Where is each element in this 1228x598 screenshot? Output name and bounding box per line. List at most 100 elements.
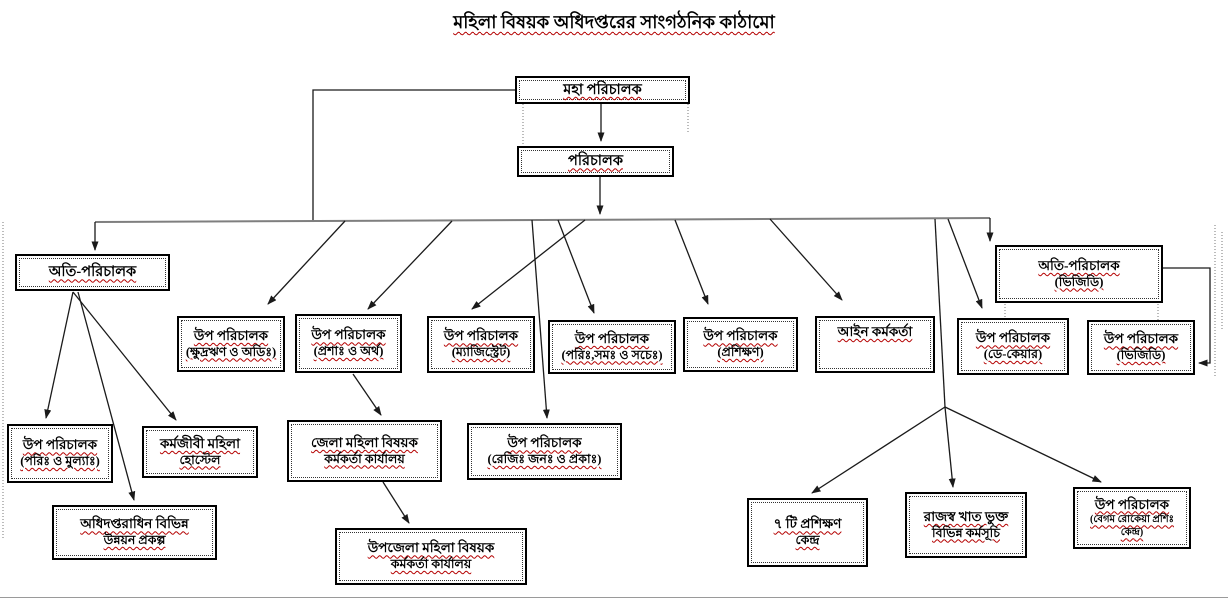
org-node-label: (ম্যাজিস্ট্রেট) — [451, 345, 511, 360]
edge-to-dd-magistrate — [471, 219, 586, 310]
org-node-inner-working-women-hostel: কর্মজীবী মহিলাহোস্টেল — [146, 430, 254, 474]
org-node-label: উন্নয়ন প্রকল্প — [103, 533, 166, 548]
edge-to-dd-training — [674, 219, 709, 305]
org-node-label: (পরিঃ,সমঃ ও সচেঃ) — [561, 347, 663, 362]
org-node-label: আইন কর্মকর্তা — [837, 324, 913, 339]
org-node-label: কর্মকর্তা কার্যালয় — [324, 451, 405, 466]
org-node-label: উপ পরিচালক — [703, 328, 778, 344]
edge-to-training-centers — [811, 406, 946, 494]
org-node-inner-dd-registration: উপ পরিচালক(রেজিঃ জনঃ ও প্রকাঃ) — [471, 427, 618, 476]
org-node-inner-dd-magistrate: উপ পরিচালক(ম্যাজিস্ট্রেট) — [431, 320, 531, 369]
org-node-dd-rokeya-center: উপ পরিচালক (বেগম রোকেয়া প্রশিঃকেন্দ্র) — [1073, 487, 1191, 549]
org-node-label: (ডে-কেয়ার) — [983, 347, 1043, 362]
org-node-label: কেন্দ্র) — [1120, 527, 1144, 539]
edge-to-revenue-programs — [944, 406, 956, 488]
org-node-label: উপ পরিচালক — [311, 327, 386, 343]
chart-title: মহিলা বিষয়ক অধিদপ্তরের সাংগঠনিক কাঠামো — [453, 12, 775, 32]
org-node-label: উপ পরিচালক — [574, 330, 650, 346]
edge-admin-to-district — [352, 373, 382, 416]
org-node-inner-addl-director-vgd: অতি-পরিচালক(ভিজিডি) — [999, 249, 1159, 299]
org-node-dd-plan-coord: উপ পরিচালক(পরিঃ,সমঃ ও সচেঃ) — [548, 320, 676, 374]
org-node-inner-dd-training: উপ পরিচালক(প্রশিক্ষণ) — [687, 321, 794, 368]
edge-down-to-right-junction — [934, 218, 946, 408]
edge-to-law-officer — [769, 218, 843, 301]
org-node-label: কেন্দ্র — [795, 533, 820, 548]
edge-dg-left-elbow — [312, 89, 515, 221]
edge-to-rokeya-center — [944, 406, 1102, 483]
org-node-label: (ভিজিডি) — [1116, 348, 1166, 363]
org-node-inner-director: পরিচালক — [521, 150, 670, 173]
org-node-label: হোস্টেল — [179, 452, 221, 467]
org-node-label: উপ পরিচালক — [507, 435, 582, 451]
org-node-label: কর্মকর্তা কার্যালয় — [390, 557, 472, 572]
edge-to-dd-microcredit — [267, 220, 346, 305]
org-node-dd-registration: উপ পরিচালক(রেজিঃ জনঃ ও প্রকাঃ) — [467, 423, 622, 480]
org-node-inner-law-officer: আইন কর্মকর্তা — [819, 320, 931, 369]
org-node-label: (প্রশিক্ষণ) — [717, 345, 764, 360]
org-node-inner-dd-microcredit-audit: উপ পরিচালক(ক্ষুদ্রঋণ ও অডিঃ) — [181, 320, 281, 368]
org-node-label: উপ পরিচালক — [1103, 331, 1179, 347]
org-node-working-women-hostel: কর্মজীবী মহিলাহোস্টেল — [142, 426, 258, 478]
org-node-label: (বেগম রোকেয়া প্রশিঃ — [1090, 514, 1174, 526]
org-node-label: মহা পরিচালক — [563, 81, 642, 98]
org-node-dd-training: উপ পরিচালক(প্রশিক্ষণ) — [683, 317, 798, 372]
org-node-dd-admin-finance: উপ পরিচালক(প্রশাঃ ও অর্থ) — [295, 314, 402, 373]
org-node-inner-dd-monitor-eval: উপ পরিচালক(পরিঃ ও মুল্যাঃ) — [11, 428, 109, 479]
org-node-dd-microcredit-audit: উপ পরিচালক(ক্ষুদ্রঋণ ও অডিঃ) — [177, 316, 285, 372]
org-node-inner-director-general: মহা পরিচালক — [519, 80, 686, 100]
edge-to-dev-projects — [77, 291, 136, 501]
org-node-addl-director: অতি-পরিচালক — [15, 254, 170, 291]
edge-to-dd-admin — [367, 220, 453, 310]
org-node-label: (ক্ষুদ্রঋণ ও অডিঃ) — [185, 344, 277, 359]
org-node-dd-monitor-eval: উপ পরিচালক(পরিঃ ও মুল্যাঃ) — [7, 424, 113, 483]
org-node-dd-vgd: উপ পরিচালক(ভিজিডি) — [1087, 320, 1195, 375]
org-node-label: (পরিঃ ও মুল্যাঃ) — [20, 454, 100, 469]
edge-to-dd-plan-coord — [557, 219, 595, 314]
org-node-inner-dd-rokeya-center: উপ পরিচালক (বেগম রোকেয়া প্রশিঃকেন্দ্র) — [1077, 491, 1187, 545]
org-node-label: পরিচালক — [568, 153, 623, 170]
edge-to-dd-registration — [531, 219, 550, 419]
org-node-label: বিভিন্ন কর্মসূচি — [932, 525, 1000, 540]
edge-to-hostel — [72, 291, 177, 421]
org-node-addl-director-vgd: অতি-পরিচালক(ভিজিডি) — [995, 245, 1163, 303]
org-node-label: অতি-পরিচালক — [1038, 257, 1120, 273]
org-node-label: উপজেলা মহিলা বিষয়ক — [367, 540, 495, 556]
org-node-label: (ভিজিডি) — [1054, 274, 1104, 289]
org-node-inner-dd-daycare: উপ পরিচালক(ডে-কেয়ার) — [961, 322, 1065, 371]
org-node-inner-dd-admin-finance: উপ পরিচালক(প্রশাঃ ও অর্থ) — [299, 318, 398, 369]
org-node-label: রাজস্ব খাত ভুক্ত — [923, 508, 1009, 524]
org-node-dd-daycare: উপ পরিচালক(ডে-কেয়ার) — [957, 318, 1069, 375]
edge-district-to-upazila — [382, 481, 410, 524]
org-node-director: পরিচালক — [517, 146, 674, 177]
org-node-label: উপ পরিচালক — [975, 330, 1051, 346]
org-node-label: অতি-পরিচালক — [48, 264, 137, 281]
org-node-inner-addl-director: অতি-পরিচালক — [19, 258, 166, 287]
org-node-label: উপ পরিচালক — [193, 327, 269, 343]
org-node-inner-dd-vgd: উপ পরিচালক(ভিজিডি) — [1091, 324, 1191, 371]
edge-main-horizontal-line — [94, 217, 991, 223]
org-node-label: অধিদপ্তরাধিন বিভিন্ন — [80, 516, 189, 532]
org-node-label: উপ পরিচালক — [1094, 496, 1170, 512]
org-node-law-officer: আইন কর্মকর্তা — [815, 316, 935, 373]
org-node-inner-dd-plan-coord: উপ পরিচালক(পরিঃ,সমঃ ও সচেঃ) — [552, 324, 672, 370]
edge-vgd-elbow — [1163, 267, 1211, 367]
edge-to-daycare — [947, 218, 983, 309]
org-node-label: কর্মজীবী মহিলা — [159, 435, 241, 451]
org-node-dd-magistrate: উপ পরিচালক(ম্যাজিস্ট্রেট) — [427, 316, 535, 373]
org-node-label: জেলা মহিলা বিষয়ক — [311, 434, 418, 450]
edge-to-dd-monitor — [44, 291, 74, 419]
org-node-label: (রেজিঃ জনঃ ও প্রকাঃ) — [487, 452, 602, 467]
org-node-director-general: মহা পরিচালক — [515, 76, 690, 104]
